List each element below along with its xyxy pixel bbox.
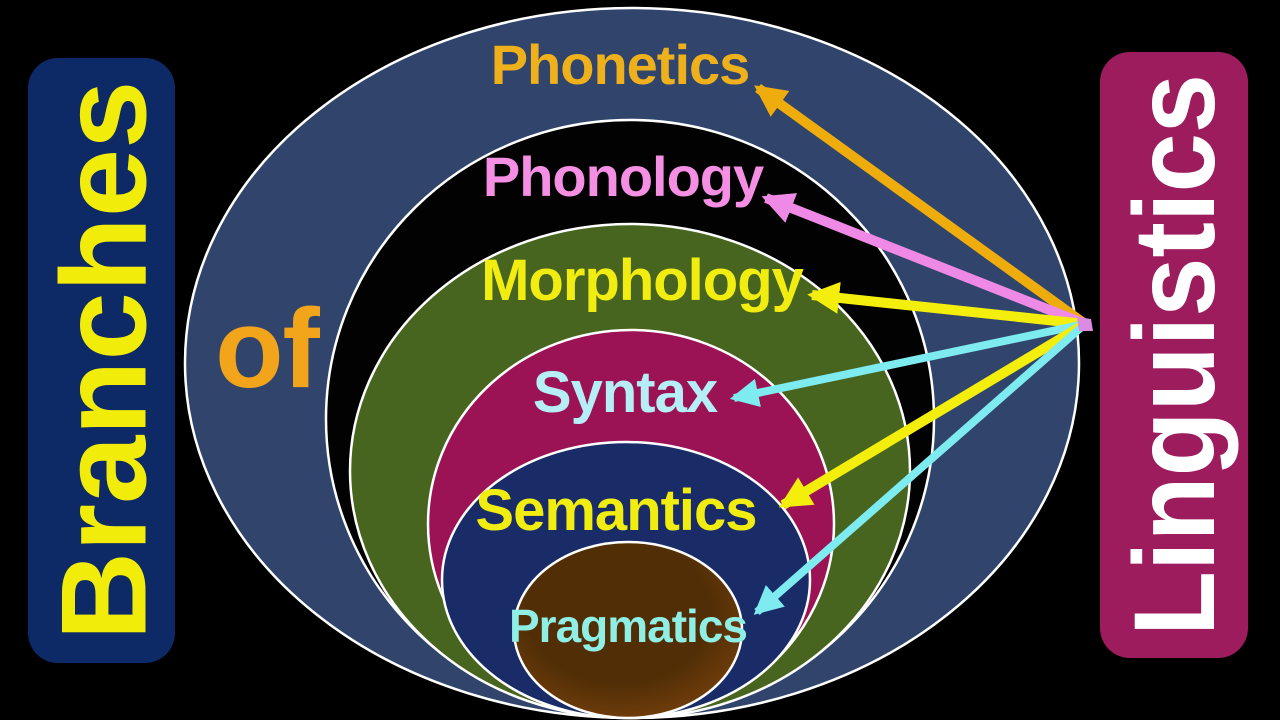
left-banner-label: Branches [36, 81, 172, 641]
pragmatics-label: Pragmatics [509, 600, 747, 652]
arrow-morphology [807, 281, 1086, 329]
arrow-pragmatics [753, 320, 1088, 616]
arrow-phonetics [754, 83, 1088, 329]
syntax-label: Syntax [533, 360, 718, 425]
pragmatics-ring [512, 540, 744, 720]
arrow-origin-node [1077, 317, 1093, 331]
connector-of-label: of [215, 286, 320, 411]
phonetics-label: Phonetics [491, 33, 750, 96]
left-banner [28, 58, 175, 663]
arrow-semantics [778, 319, 1088, 510]
arrow-phonology [761, 193, 1087, 329]
right-banner-label: Linguistics [1111, 74, 1239, 636]
arrow-syntax [729, 320, 1086, 408]
phonology-label: Phonology [483, 145, 764, 208]
morphology-label: Morphology [481, 248, 804, 313]
right-banner [1100, 52, 1248, 658]
semantics-label: Semantics [475, 478, 756, 543]
